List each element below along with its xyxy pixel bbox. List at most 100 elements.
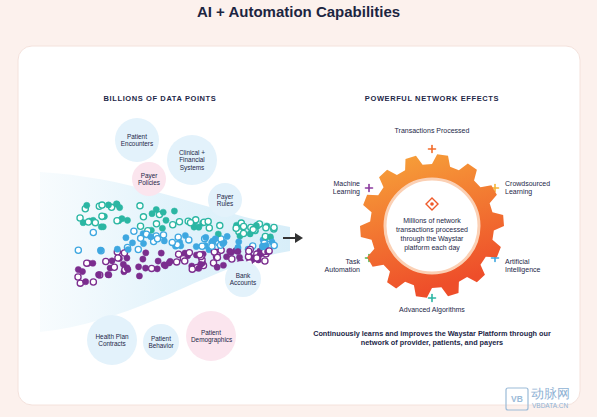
data-dot (99, 213, 105, 219)
data-dot (174, 259, 180, 265)
source-label: Patient Encounters (119, 133, 154, 148)
data-dot (235, 248, 241, 254)
data-dot (246, 248, 252, 254)
watermark: VBDATA.CN (532, 402, 592, 410)
source-label: Bank Accounts (229, 272, 258, 287)
data-dot (136, 273, 142, 279)
data-source-circle: Patient Demographics (186, 311, 236, 361)
capability-label: Task Automation (316, 258, 360, 275)
source-label: Clinical + Financial Systems (172, 149, 212, 171)
data-dot (114, 218, 120, 224)
data-dot (220, 262, 226, 268)
data-dot (199, 243, 205, 249)
data-dot (187, 220, 193, 226)
watermark: 动脉网 (531, 386, 591, 402)
data-dot (105, 272, 111, 278)
data-dot (149, 211, 155, 217)
data-dot (227, 248, 233, 254)
data-dot (131, 228, 137, 234)
data-dot (155, 258, 161, 264)
capability-label: Transactions Processed (372, 127, 492, 135)
data-dot (103, 258, 109, 264)
data-dot (159, 225, 165, 231)
watermark: VB (506, 394, 528, 404)
capability-label: Artificial Intelligence (505, 258, 557, 275)
data-dot (220, 241, 226, 247)
data-dot (217, 223, 223, 229)
data-dot (154, 266, 160, 272)
data-dot (123, 235, 129, 241)
data-dot (214, 264, 220, 270)
data-dot (125, 266, 131, 272)
data-dot (84, 260, 90, 266)
data-dot (166, 260, 172, 266)
gear-hub: Millions of network transactions process… (357, 151, 507, 301)
data-dot (262, 258, 268, 264)
source-label: Patient Behavior (147, 335, 176, 350)
data-dot (117, 204, 123, 210)
data-source-circle: Patient Encounters (115, 118, 159, 162)
data-dot (169, 239, 175, 245)
data-dot (124, 217, 130, 223)
data-source-circle: Payer Rules (208, 183, 242, 217)
data-dot (214, 254, 220, 260)
data-dot (260, 243, 266, 249)
data-dot (206, 225, 212, 231)
data-dot (271, 242, 277, 248)
data-dot (92, 220, 98, 226)
data-dot (136, 264, 142, 270)
data-dot (263, 225, 269, 231)
data-dot (250, 226, 256, 232)
data-dot (254, 255, 260, 261)
data-dot (135, 246, 141, 252)
data-dot (158, 250, 164, 256)
data-dot (160, 232, 166, 238)
data-dot (137, 223, 143, 229)
source-label: Patient Demographics (191, 329, 231, 344)
data-dot (241, 223, 247, 229)
data-dot (138, 235, 144, 241)
data-dot (154, 236, 160, 242)
data-dot (125, 246, 131, 252)
data-dot (99, 214, 105, 220)
data-dot (260, 243, 266, 249)
data-dot (137, 203, 143, 209)
data-dot (266, 248, 272, 254)
data-dot (90, 260, 96, 266)
diagram-title: AI + Automation Capabilities (0, 3, 597, 20)
hub-icon (426, 198, 438, 210)
data-dot (129, 240, 135, 246)
data-dot (97, 247, 103, 253)
capability-label: Crowdsourced Learning (505, 180, 567, 197)
data-dot (99, 202, 105, 208)
data-dot (83, 279, 89, 285)
capability-label: Machine Learning (316, 180, 360, 197)
data-dot (209, 243, 215, 249)
data-dot (75, 274, 81, 280)
data-source-circle: Clinical + Financial Systems (167, 135, 217, 185)
section-heading: POWERFUL NETWORK EFFECTS (352, 94, 512, 103)
data-dot (170, 222, 176, 228)
data-dot (236, 239, 242, 245)
data-dot (163, 217, 169, 223)
data-source-circle: Health Plan Contracts (87, 315, 137, 365)
data-dot (98, 248, 104, 254)
data-dot (212, 236, 218, 242)
data-dot (111, 264, 117, 270)
data-source-circle: Bank Accounts (225, 261, 261, 297)
section-heading: BILLIONS OF DATA POINTS (80, 94, 240, 103)
source-label: Payer Rules (211, 193, 238, 208)
data-dot (186, 250, 192, 256)
data-dot (176, 219, 182, 225)
gear-center (385, 179, 479, 273)
data-dot (106, 272, 112, 278)
data-dot (171, 208, 177, 214)
data-dot (79, 268, 85, 274)
source-label: Health Plan Contracts (92, 333, 132, 348)
data-dot (75, 247, 81, 253)
data-dot (205, 218, 211, 224)
card (18, 46, 580, 405)
data-source-circle: Patient Behavior (143, 324, 179, 360)
data-dot (189, 266, 195, 272)
